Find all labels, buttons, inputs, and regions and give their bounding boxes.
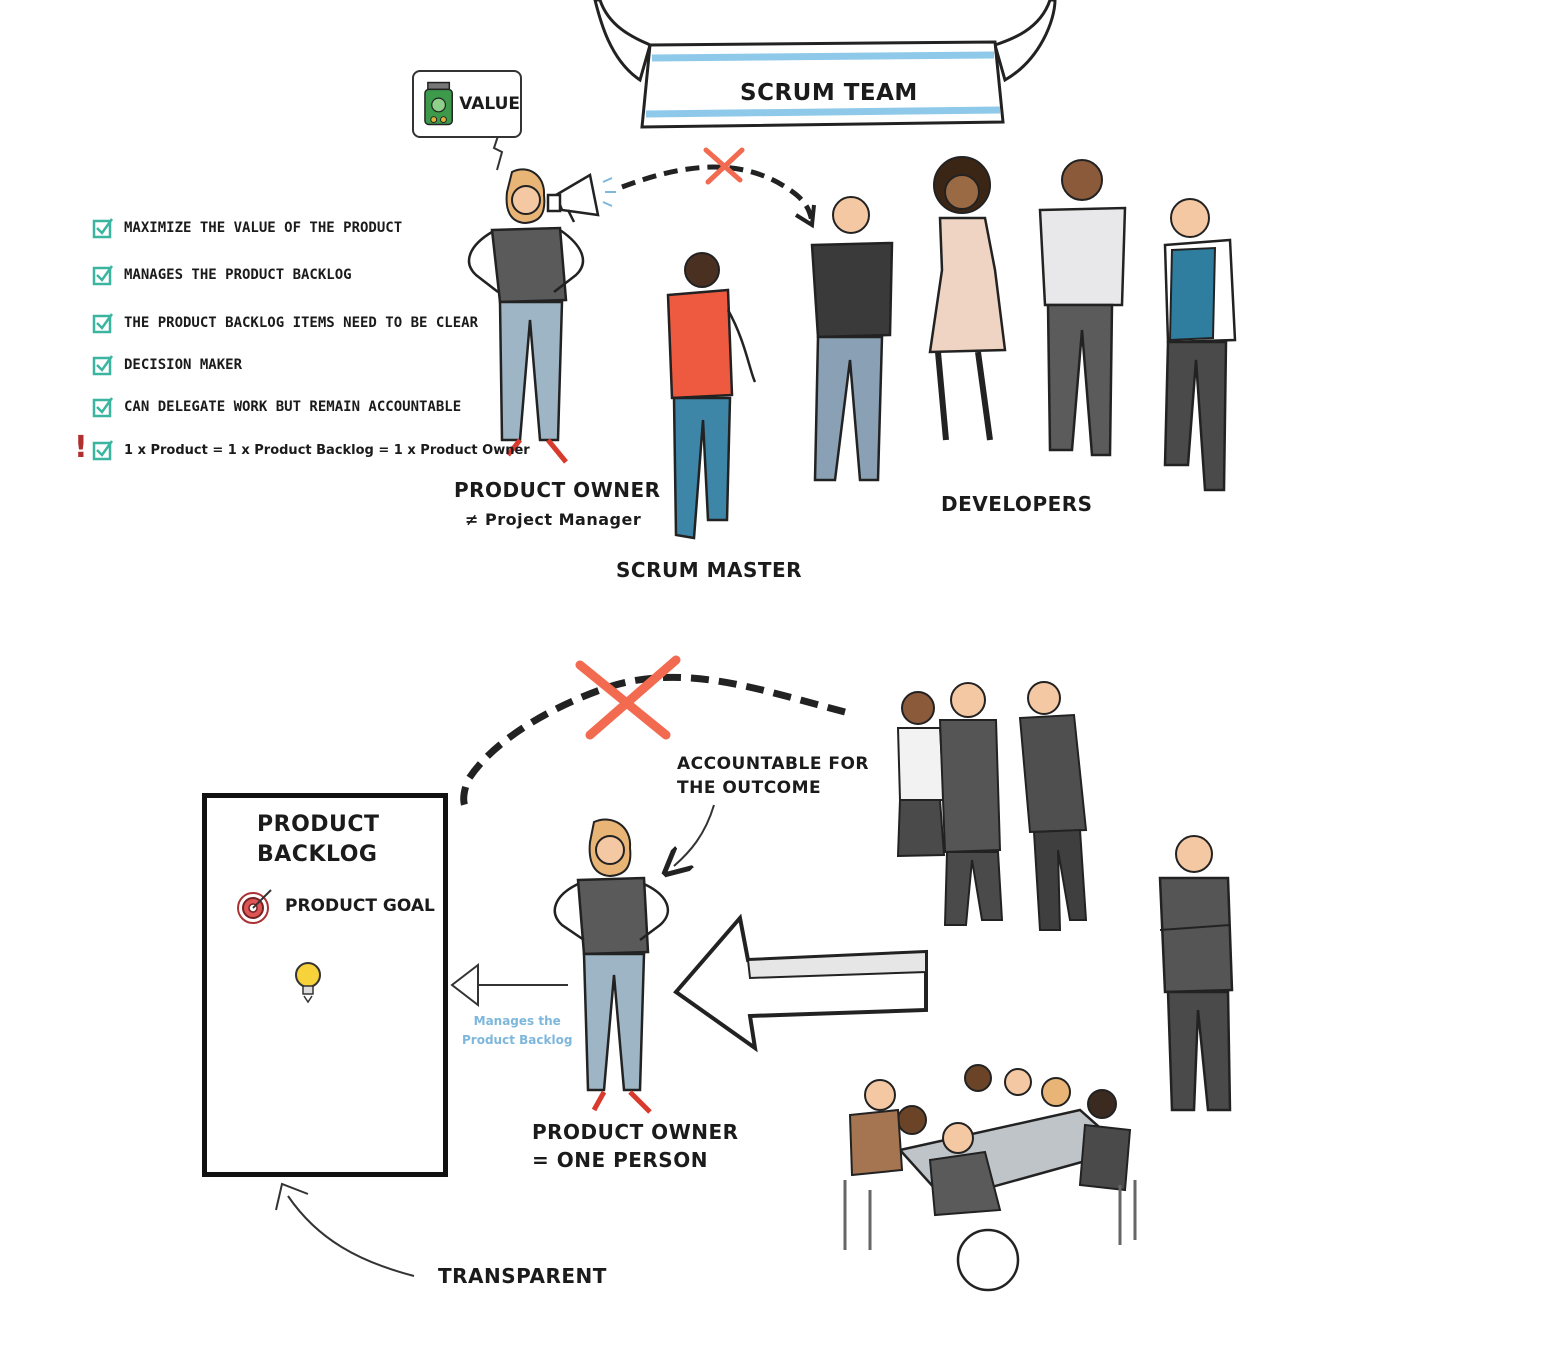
big-cross-icon: [575, 655, 681, 740]
developer-figure-1: [810, 196, 894, 482]
checkbox-icon: [92, 397, 114, 418]
megaphone-icon: [546, 173, 616, 223]
backlog-title: PRODUCT BACKLOG: [257, 812, 380, 867]
manages-note-text: Manages the Product Backlog: [462, 1014, 573, 1047]
accountable-arrow: [674, 804, 715, 866]
checklist-text: DECISION MAKER: [124, 357, 243, 373]
checkbox-icon: [92, 313, 114, 334]
checkbox-icon: [92, 440, 114, 461]
stakeholder-group: [896, 681, 1088, 931]
product-owner-note: ≠ Project Manager: [465, 510, 642, 529]
product-goal-label: PRODUCT GOAL: [285, 896, 435, 916]
dashed-arrow-head: [794, 204, 816, 229]
checklist-text: 1 x Product = 1 x Product Backlog = 1 x …: [124, 442, 530, 458]
developer-figure-3: [1038, 159, 1127, 457]
checklist-text: CAN DELEGATE WORK BUT REMAIN ACCOUNTABLE: [124, 399, 462, 415]
banner-title: SCRUM TEAM: [740, 80, 918, 106]
value-bubble-tail: [492, 135, 504, 171]
checklist-item: DECISION MAKER: [92, 352, 242, 378]
manages-note: Manages the Product Backlog: [462, 1012, 572, 1050]
stakeholder-arms-crossed: [1158, 835, 1234, 1112]
product-owner-label: PRODUCT OWNER: [454, 478, 661, 502]
product-backlog-box: PRODUCT BACKLOG PRODUCT GOAL: [202, 793, 448, 1177]
checklist-text: THE PRODUCT BACKLOG ITEMS NEED TO BE CLE…: [124, 315, 479, 331]
meeting-group: [843, 1064, 1137, 1292]
transparent-arrow: [287, 1195, 415, 1277]
checkbox-icon: [92, 355, 114, 376]
one-person-label: = ONE PERSON: [532, 1148, 708, 1172]
cross-icon: [703, 147, 745, 185]
value-bubble: VALUE: [412, 70, 522, 138]
developer-figure-4: [1163, 198, 1237, 492]
checkbox-icon: [92, 265, 114, 286]
big-hollow-arrow: [673, 913, 928, 1053]
checklist-item: 1 x Product = 1 x Product Backlog = 1 x …: [92, 437, 530, 463]
value-label: VALUE: [459, 94, 520, 114]
stakeholders-to-backlog-dashed-arrow: [460, 673, 846, 816]
target-icon: [237, 889, 272, 924]
transparent-arrow-head: [275, 1182, 309, 1211]
scrum-team-banner: [593, 0, 1057, 129]
checklist-item: MAXIMIZE THE VALUE OF THE PRODUCT: [92, 215, 402, 241]
checkbox-icon: [92, 218, 114, 239]
accountable-label: ACCOUNTABLE FOR THE OUTCOME: [677, 754, 870, 798]
scrum-master-label: SCRUM MASTER: [616, 558, 803, 582]
product-owner-lower-label: PRODUCT OWNER: [532, 1120, 739, 1144]
checklist-item: MANAGES THE PRODUCT BACKLOG: [92, 262, 352, 288]
checklist-text: MAXIMIZE THE VALUE OF THE PRODUCT: [124, 220, 403, 236]
developer-figure-2: [928, 156, 1007, 441]
money-jar-icon: [424, 81, 453, 126]
scrum-master-figure: [666, 252, 757, 540]
warning-flag: !: [74, 430, 89, 465]
manages-arrow: [450, 962, 568, 1008]
developers-label: DEVELOPERS: [941, 492, 1093, 516]
checklist-text: MANAGES THE PRODUCT BACKLOG: [124, 267, 352, 283]
big-hollow-arrow-face: [746, 950, 927, 980]
transparent-label: TRANSPARENT: [438, 1264, 607, 1288]
lightbulb-icon: [295, 962, 321, 1004]
product-owner-figure-lower: [553, 818, 670, 1114]
checklist-item: CAN DELEGATE WORK BUT REMAIN ACCOUNTABLE: [92, 394, 461, 420]
product-owner-figure: [467, 168, 585, 464]
po-to-dev-dashed-arrow: [621, 164, 815, 223]
checklist-item: THE PRODUCT BACKLOG ITEMS NEED TO BE CLE…: [92, 310, 478, 336]
